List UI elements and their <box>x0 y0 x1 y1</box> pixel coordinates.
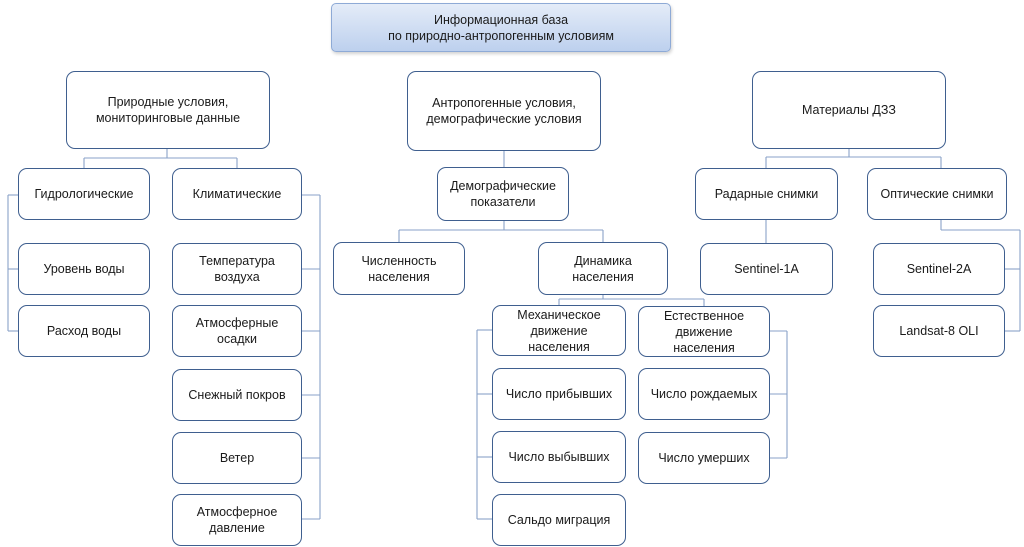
wind-box: Ветер <box>172 432 302 484</box>
anthropogenic-conditions-box: Антропогенные условия, демографические у… <box>407 71 601 151</box>
population-size-box: Численность населения <box>333 242 465 295</box>
water-level-box: Уровень воды <box>18 243 150 295</box>
root-title-box: Информационная база по природно-антропог… <box>331 3 671 52</box>
population-dynamics-box: Динамика населения <box>538 242 668 295</box>
mechanical-movement-box: Механическое движение населения <box>492 305 626 356</box>
demographic-indicators-box: Демографические показатели <box>437 167 569 221</box>
precipitation-box: Атмосферные осадки <box>172 305 302 357</box>
optical-images-box: Оптические снимки <box>867 168 1007 220</box>
deaths-box: Число умерших <box>638 432 770 484</box>
natural-conditions-box: Природные условия, мониторинговые данные <box>66 71 270 149</box>
atmospheric-pressure-box: Атмосферное давление <box>172 494 302 546</box>
water-flow-box: Расход воды <box>18 305 150 357</box>
births-box: Число рождаемых <box>638 368 770 420</box>
snow-cover-box: Снежный покров <box>172 369 302 421</box>
sentinel-2a-box: Sentinel-2A <box>873 243 1005 295</box>
departures-box: Число выбывших <box>492 431 626 483</box>
sentinel-1a-box: Sentinel-1A <box>700 243 833 295</box>
migration-balance-box: Сальдо миграция <box>492 494 626 546</box>
remote-sensing-box: Материалы ДЗЗ <box>752 71 946 149</box>
radar-images-box: Радарные снимки <box>695 168 838 220</box>
landsat-8-oli-box: Landsat-8 OLI <box>873 305 1005 357</box>
hydrological-box: Гидрологические <box>18 168 150 220</box>
arrivals-box: Число прибывших <box>492 368 626 420</box>
climatic-box: Климатические <box>172 168 302 220</box>
natural-movement-box: Естественное движение населения <box>638 306 770 357</box>
air-temperature-box: Температура воздуха <box>172 243 302 295</box>
